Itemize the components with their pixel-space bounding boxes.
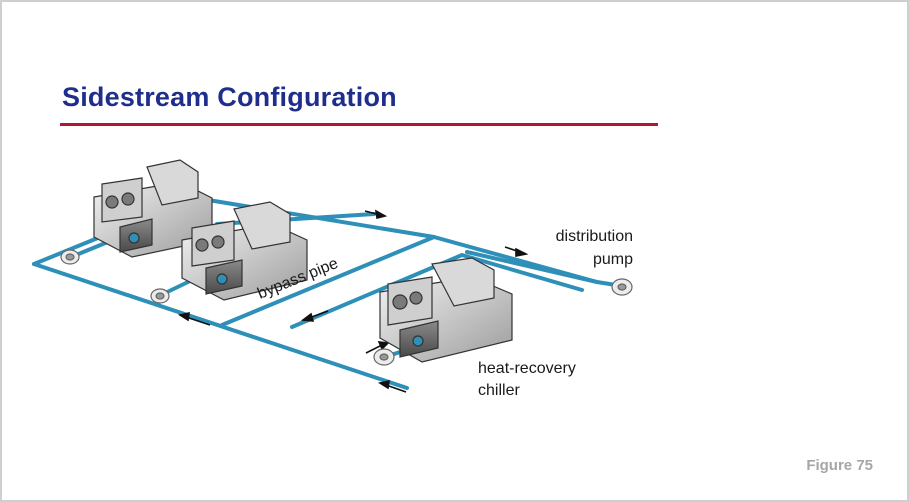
- figure-label: Figure 75: [806, 457, 873, 474]
- pump-chiller2: [150, 288, 170, 304]
- slide-title: Sidestream Configuration: [62, 82, 397, 112]
- heat-recovery-upper: [465, 250, 599, 284]
- pump-distribution: [611, 278, 633, 296]
- heat-recovery-supply: [290, 253, 584, 329]
- pump-heat-recovery: [373, 348, 395, 366]
- chiller-icon: [379, 257, 513, 363]
- flow-arrow-distribution: [504, 246, 529, 257]
- title-underline: [60, 123, 658, 126]
- flow-arrow-hr-in: [365, 341, 390, 354]
- distribution-label-line2: pump: [593, 251, 633, 268]
- chiller-icon: [93, 159, 213, 258]
- chiller-icon: [181, 201, 308, 301]
- flow-arrow-hr-out: [377, 379, 407, 393]
- heat-recovery-label-line2: chiller: [478, 382, 520, 399]
- flow-arrow-hr-supply: [300, 310, 329, 322]
- flow-arrows: [177, 209, 529, 393]
- heat-recovery-label-line1: heat-recovery: [478, 360, 576, 377]
- bypass-pipe: [220, 235, 436, 327]
- distribution-label-line1: distribution: [556, 228, 633, 245]
- flow-arrow-return-left: [177, 311, 211, 326]
- pump-icon: [60, 249, 633, 366]
- flow-arrow-top: [364, 209, 388, 219]
- pump-chiller1: [60, 249, 80, 265]
